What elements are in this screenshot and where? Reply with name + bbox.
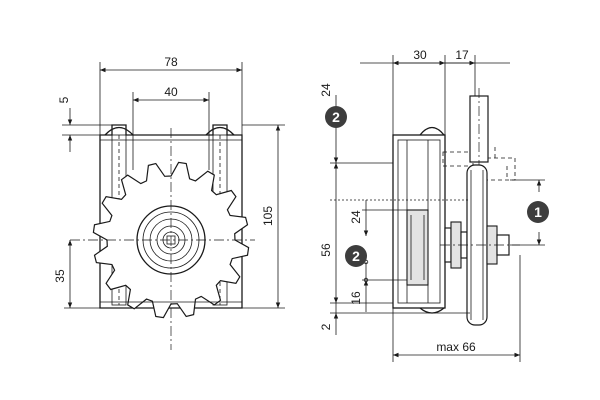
callout-2-top: 2	[325, 106, 347, 128]
dim-shaft-label: 17	[455, 48, 469, 62]
dim-axis-label: 35	[53, 269, 67, 283]
front-view: 78 40 5 105 35	[53, 55, 285, 350]
dim-top-label: 5	[57, 96, 71, 103]
dim-max-label: max 66	[436, 340, 476, 354]
dim-slot-offset-label: 24	[349, 210, 363, 224]
callout-2-bottom-label: 2	[352, 248, 360, 264]
callout-1: 1	[527, 201, 549, 223]
dim-slot-label: 56	[319, 243, 333, 257]
dim-width-label: 78	[164, 55, 178, 69]
side-housing	[392, 134, 446, 309]
callout-2-top-label: 2	[332, 109, 340, 125]
callout-1-label: 1	[534, 204, 542, 220]
dim-upper-travel-label: 24	[319, 83, 333, 97]
side-view: 30 17 24 56 2 24 16 max 66	[319, 48, 545, 362]
dim-depth-label: 30	[413, 48, 427, 62]
dim-height-label: 105	[261, 206, 275, 226]
callout-2-bottom: 2	[345, 245, 367, 267]
dim-inner-label: 40	[164, 85, 178, 99]
dim-lower-label: 16	[349, 291, 363, 305]
side-slot	[406, 209, 429, 286]
dim-bottom-label: 2	[319, 323, 333, 330]
